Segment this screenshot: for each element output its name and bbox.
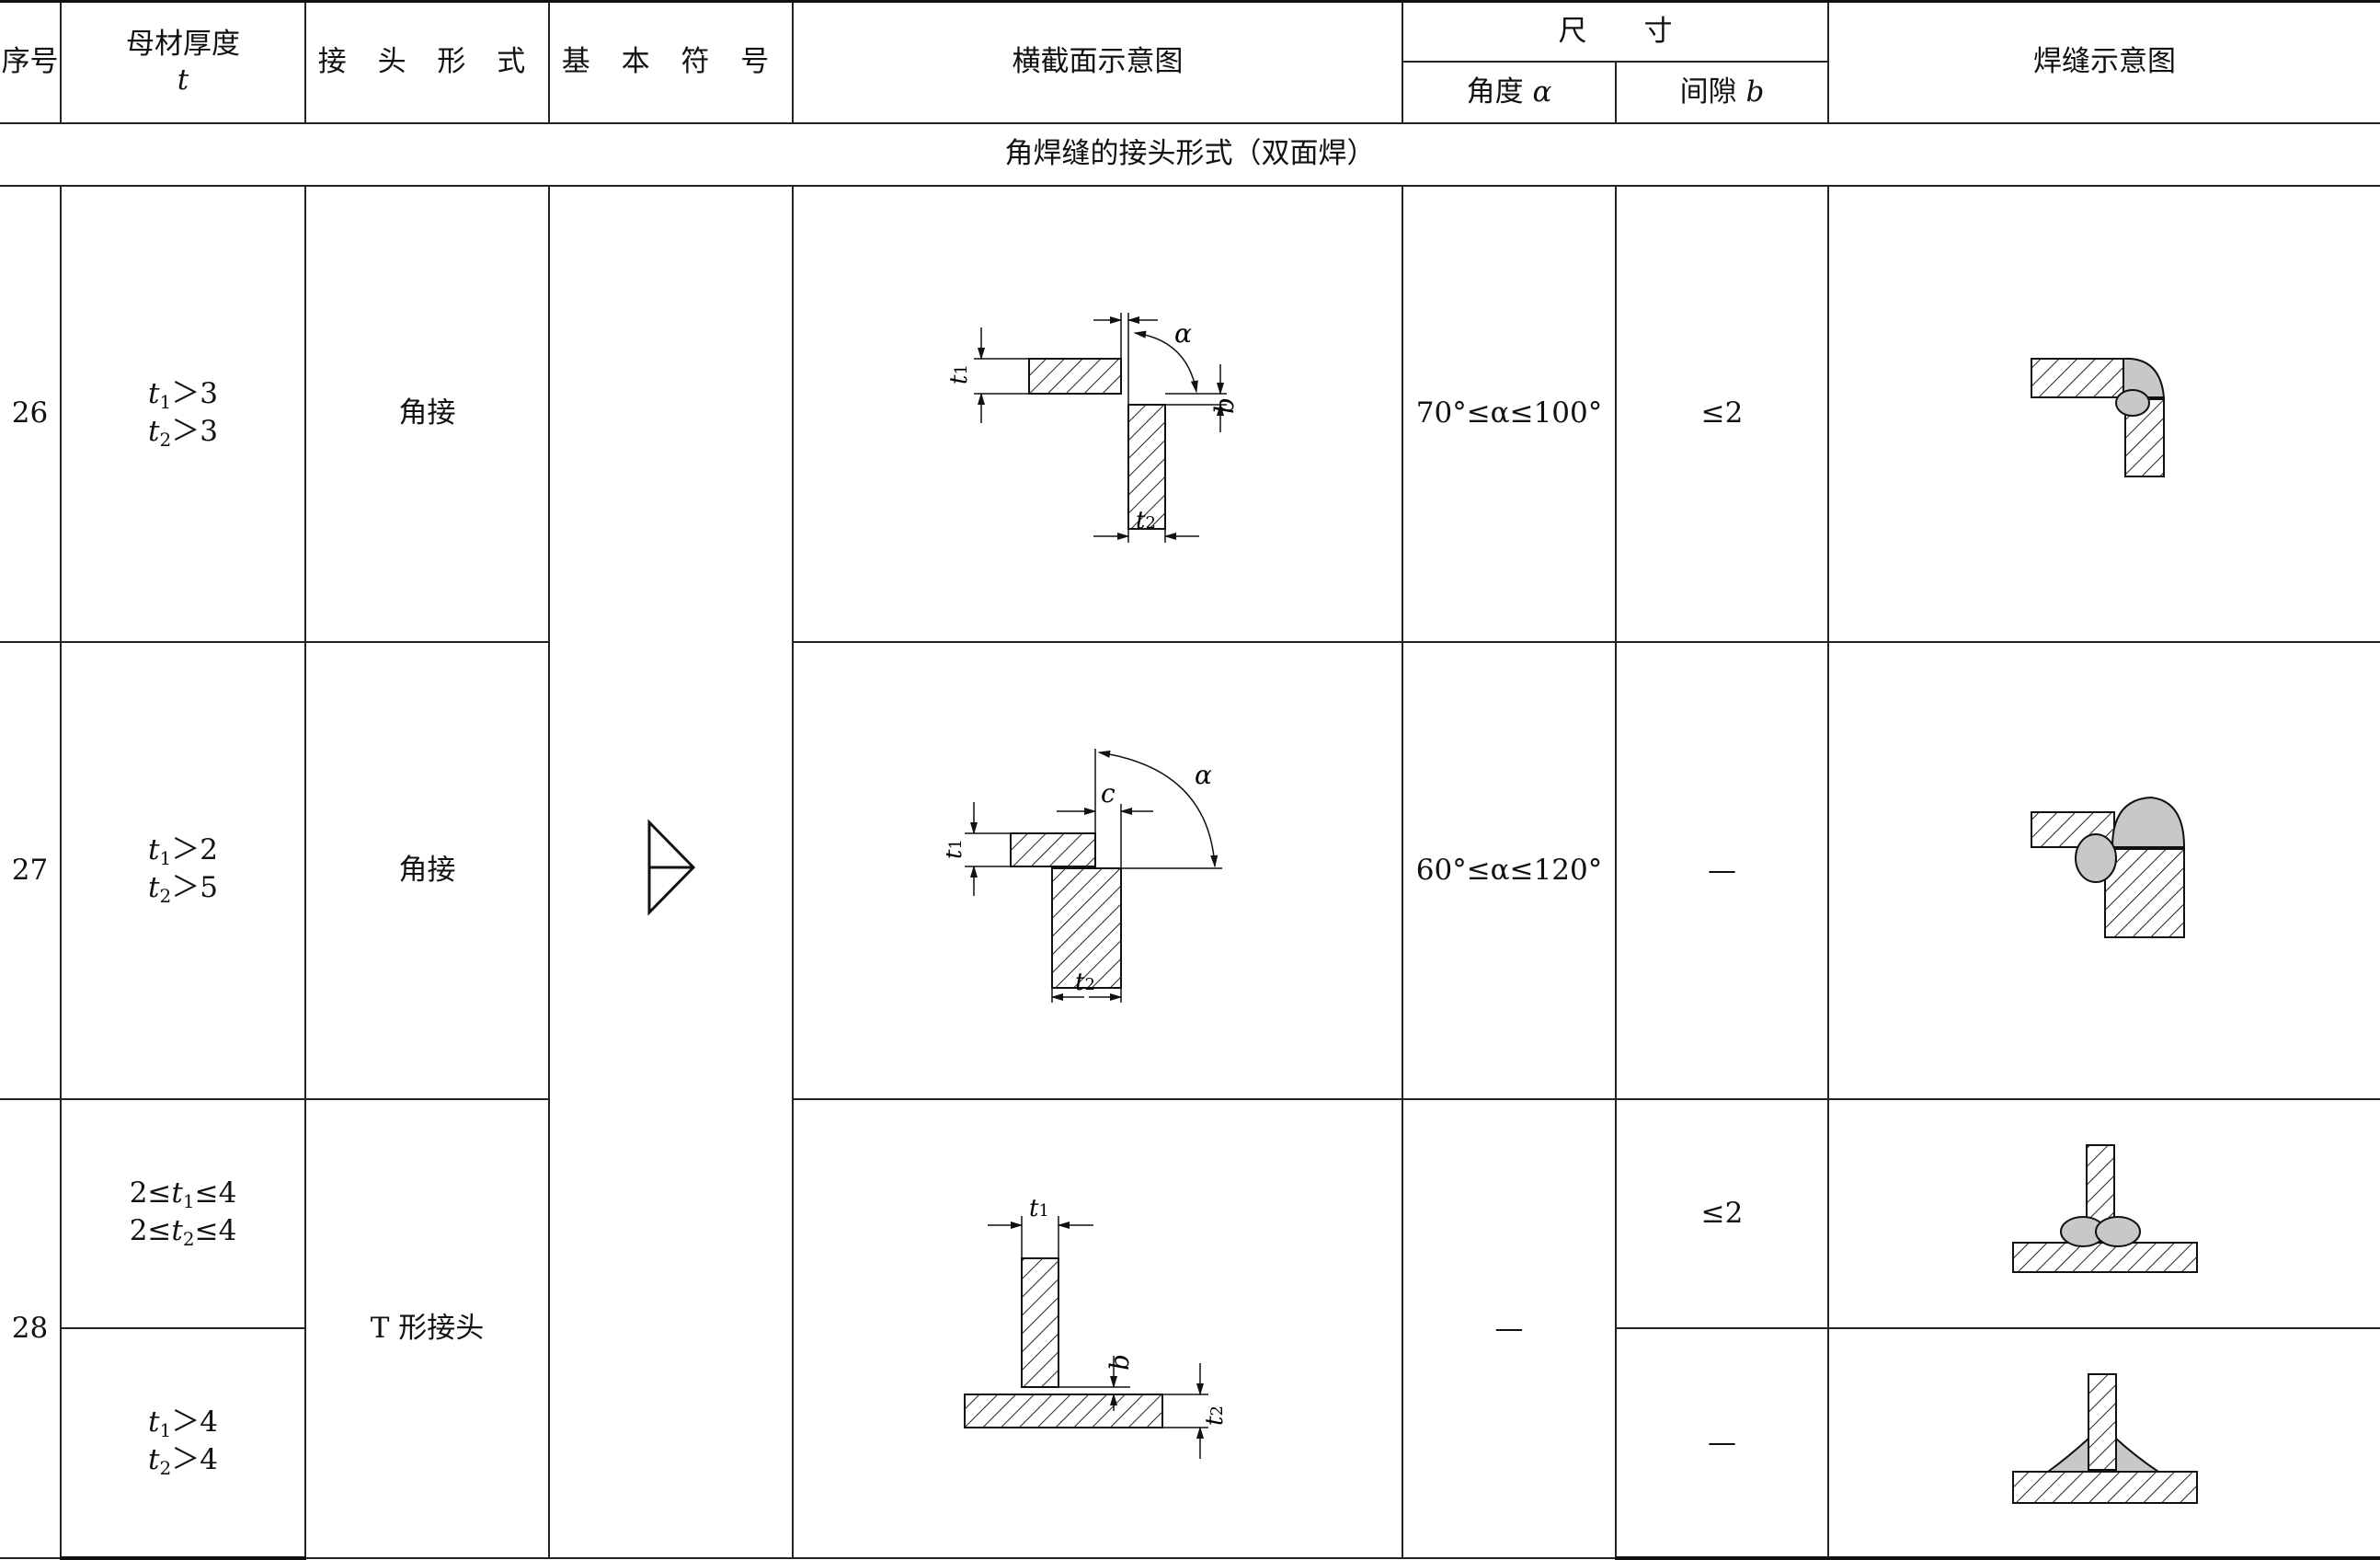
header-gap: 间隙 b [1615,60,1828,124]
alpha-label: α [1174,318,1192,349]
fillet-weld-symbol-icon [647,818,695,916]
header-weld-sketch: 焊缝示意图 [1827,0,2380,124]
t1-label: t1 [1029,1195,1049,1222]
weld-sketch [1827,640,2380,1100]
header-dimensions: 尺 寸 [1402,0,1829,63]
cross-section-diagram: t1 b t2 [792,1097,1403,1559]
corner-joint-section-26: α b t1 t2 [946,312,1240,543]
t1-label: t1 [946,839,967,859]
header-joint-form: 接 头 形 式 [304,0,550,124]
corner-joint-section-27: c α t1 t2 [946,749,1222,1003]
angle-value: 70°≤α≤100° [1402,184,1617,643]
weld-sketch [1827,1097,2380,1329]
gap-value: — [1615,640,1829,1100]
thickness-condition: t1＞4 t2＞4 [61,1326,306,1560]
plate-t2 [963,1394,1163,1428]
weld-sketch-28b [2011,1373,2198,1504]
header-no: 序号 [0,0,62,124]
basic-symbol-cell [548,184,794,1559]
row-no: 26 [0,184,62,643]
gap-value: — [1615,1326,1829,1560]
alpha-label: α [1195,760,1212,790]
plate-t2 [1050,867,1122,989]
joint-form: 角接 [304,184,550,643]
header-basic-symbol: 基 本 符 号 [548,0,794,124]
t2-label: t2 [1136,507,1156,534]
angle-value: 60°≤α≤120° [1402,640,1617,1100]
weld-sketch-28a [2011,1144,2198,1273]
plate-t1 [1027,357,1122,395]
t2-label: t2 [1075,969,1095,996]
weld-sketch-26 [2030,357,2165,477]
thickness-condition: t1＞3 t2＞3 [60,184,306,643]
plate-t2 [1127,403,1166,530]
header-thickness: 母材厚度 t [60,0,306,124]
joint-form: 角接 [304,640,550,1100]
cross-section-diagram: α b t1 t2 [792,184,1403,643]
gap-value: ≤2 [1615,184,1829,643]
section-caption: 角焊缝的接头形式（双面焊） [0,121,2380,187]
header-angle: 角度 α [1402,60,1617,124]
weld-sketch-27 [2030,796,2185,938]
c-label: c [1101,778,1116,809]
t2-label: t2 [1201,1405,1229,1426]
row-no: 27 [0,640,62,1100]
t-joint-section-28: t1 b t2 [963,1195,1229,1459]
angle-value: — [1402,1097,1617,1559]
joint-form: T 形接头 [304,1097,550,1559]
plate-t1 [1020,1257,1059,1388]
t1-label: t1 [946,364,973,384]
plate-t1 [1009,832,1096,867]
row-no: 28 [0,1097,62,1559]
cross-section-diagram: c α t1 t2 [792,640,1403,1100]
thickness-condition: t1＞2 t2＞5 [60,640,306,1100]
gap-label: b [1209,397,1240,414]
gap-label: b [1104,1354,1135,1371]
thickness-condition: 2≤t1≤4 2≤t2≤4 [60,1097,306,1329]
weld-sketch [1827,184,2380,643]
weld-sketch [1827,1326,2380,1560]
header-cross-section: 横截面示意图 [792,0,1403,124]
gap-value: ≤2 [1615,1097,1829,1329]
